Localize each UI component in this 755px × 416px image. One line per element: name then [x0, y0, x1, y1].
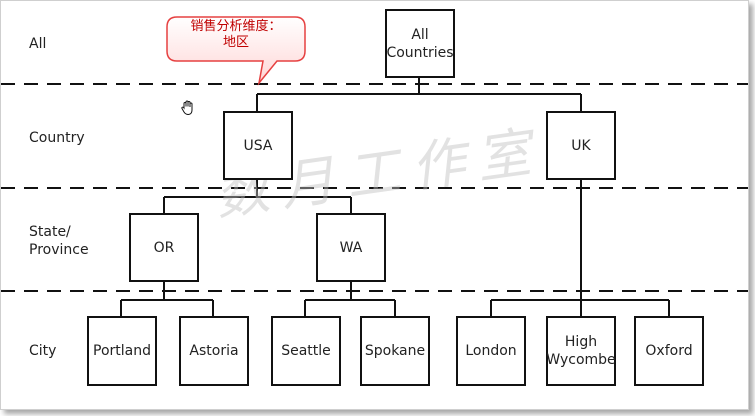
node-all-countries: All Countries — [385, 9, 455, 78]
connector-or-cities — [120, 282, 214, 316]
hierarchy-lines — [1, 16, 748, 316]
hand-grab-icon — [181, 100, 193, 116]
node-uk: UK — [546, 111, 616, 180]
node-spokane: Spokane — [360, 316, 430, 386]
connector-all-countries — [256, 78, 582, 111]
level-label-country: Country — [29, 130, 85, 146]
node-portland: Portland — [87, 316, 157, 386]
connector-wa-cities — [304, 282, 396, 316]
connector-uk-cities — [490, 180, 670, 316]
level-label-city: City — [29, 343, 57, 359]
node-wa: WA — [316, 213, 386, 282]
level-label-state-province: State/ Province — [29, 224, 89, 258]
diagram-frame: 数月工作室 All Country State/ Province City A… — [0, 0, 749, 410]
connector-usa-states — [163, 180, 352, 213]
callout-bubble — [166, 16, 306, 86]
node-astoria: Astoria — [179, 316, 249, 386]
node-or: OR — [129, 213, 199, 282]
node-seattle: Seattle — [271, 316, 341, 386]
node-london: London — [456, 316, 526, 386]
node-oxford: Oxford — [634, 316, 704, 386]
level-label-all: All — [29, 36, 47, 52]
callout-text: 销售分析维度： 地区 — [190, 19, 282, 50]
node-usa: USA — [223, 111, 293, 180]
node-high-wycombe: High Wycombe — [546, 316, 616, 386]
